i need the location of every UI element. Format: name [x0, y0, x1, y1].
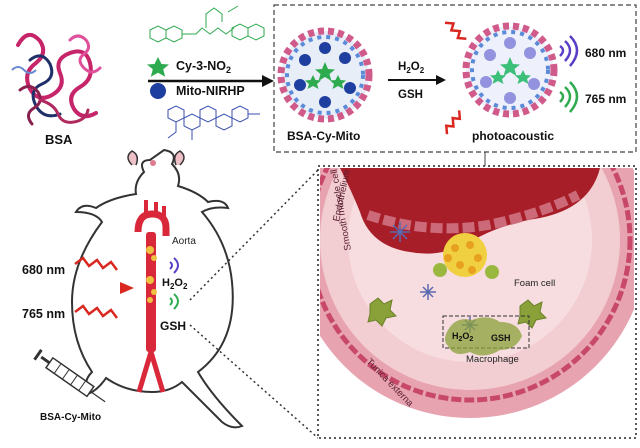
mito-label: Mito-NIRHP: [176, 84, 245, 98]
dot-icon: [150, 83, 166, 99]
photoacoustic-label: photoacoustic: [472, 129, 554, 143]
macrophage-dashed-box: [442, 315, 530, 349]
nm680-left-label: 680 nm: [22, 263, 65, 277]
wave-icon: [444, 21, 467, 41]
mac-h2o2-label: H2O2: [452, 331, 473, 343]
activated-nanoparticle: [462, 22, 558, 118]
arrow-icon: [148, 75, 274, 87]
wave-icon: [444, 110, 462, 135]
bsa-protein-illustration: [11, 33, 102, 126]
bsa-label: BSA: [45, 132, 73, 147]
gsh-left-label: GSH: [160, 319, 186, 333]
cy3-molecule-structure: [149, 5, 265, 43]
wave-icon: [74, 256, 118, 271]
star-icon: [147, 57, 169, 77]
signal-icon: [559, 81, 579, 113]
nm680-top-label: 680 nm: [585, 46, 626, 60]
mouse-ear-icon: [127, 150, 139, 166]
nm765-top-label: 765 nm: [585, 92, 626, 106]
cy3-label: Cy-3-NO2: [176, 59, 231, 75]
mac-gsh-label: GSH: [491, 333, 511, 343]
bsa-cy-mito-label: BSA-Cy-Mito: [287, 129, 360, 143]
aorta-vessel: [134, 200, 170, 393]
zoom-connector: [189, 169, 319, 301]
signal-icon: [169, 293, 179, 310]
mouse-nose-icon: [150, 160, 156, 166]
syringe-label: BSA-Cy-Mito: [40, 412, 101, 423]
arrow-icon: [120, 282, 134, 294]
syringe-icon: [33, 348, 106, 403]
macrophage-cell: [367, 297, 548, 329]
aorta-label: Aorta: [172, 236, 196, 247]
nanoparticle-dashed-box: [273, 4, 637, 153]
signal-icon: [169, 257, 179, 274]
nm765-left-label: 765 nm: [22, 307, 65, 321]
mouse-outline: [70, 148, 244, 429]
h2o2-left-label: H2O2: [162, 277, 188, 291]
reaction-arrow-icon: [388, 75, 446, 85]
wave-icon: [74, 304, 118, 319]
gsh-top-label: GSH: [398, 89, 423, 101]
bsa-cy-mito-nanoparticle: [277, 27, 373, 123]
signal-icon: [559, 35, 579, 67]
foam-cell-cluster: [433, 233, 499, 279]
mito-molecule-structure: [167, 105, 260, 140]
foam-cell-label: Foam cell: [514, 278, 555, 289]
central-macrophage: [445, 317, 522, 356]
zoom-connector: [189, 324, 319, 439]
mouse-ear-icon: [173, 150, 185, 166]
macrophage-label: Macrophage: [466, 354, 519, 365]
h2o2-top-label: H2O2: [398, 61, 425, 75]
